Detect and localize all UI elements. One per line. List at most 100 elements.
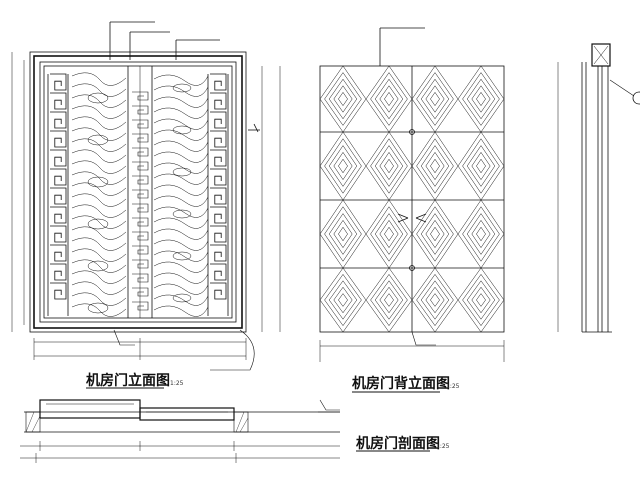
fret-motif xyxy=(210,92,227,110)
chevron-line xyxy=(328,280,358,320)
fret-motif xyxy=(50,244,67,262)
chevron-line xyxy=(411,267,459,333)
chevron-line xyxy=(324,273,362,327)
chevron-line xyxy=(379,85,399,113)
fret-motif xyxy=(210,244,227,262)
grain-line xyxy=(153,305,209,317)
chevron-line xyxy=(476,91,486,107)
grain-line xyxy=(153,239,209,251)
chevron-line xyxy=(466,145,496,187)
chevron-line xyxy=(457,199,505,269)
grain-line xyxy=(71,248,127,262)
grain-line xyxy=(153,96,209,108)
chevron-line xyxy=(425,219,445,249)
chevron-line xyxy=(411,131,459,201)
fret-motif xyxy=(132,119,149,129)
grain-line xyxy=(71,182,127,196)
chevron-line xyxy=(324,206,362,262)
grain-line xyxy=(153,151,209,163)
grain-line xyxy=(71,138,127,152)
fret-motif xyxy=(132,105,149,115)
fret-motif xyxy=(210,282,227,300)
fret-motif xyxy=(50,92,67,110)
chevron-line xyxy=(466,280,496,320)
chevron-line xyxy=(333,286,353,314)
fret-motif xyxy=(132,231,149,241)
chevron-line xyxy=(319,131,367,201)
grain-knot xyxy=(87,92,109,104)
chevron-line xyxy=(471,85,491,113)
fret-motif xyxy=(210,168,227,186)
grain-line xyxy=(153,107,209,119)
chevron-line xyxy=(425,151,445,181)
fret-border-right xyxy=(207,73,229,316)
chevron-line xyxy=(370,72,408,126)
chevron-line xyxy=(384,226,394,242)
chevron-line xyxy=(425,286,445,314)
fret-motif xyxy=(132,301,149,311)
fret-motif xyxy=(50,130,67,148)
chevron-line xyxy=(333,151,353,181)
chevron-line xyxy=(384,91,394,107)
fret-motif xyxy=(132,175,149,185)
fret-motif xyxy=(210,130,227,148)
chevron-line xyxy=(338,158,348,174)
scale-front: 1:25 xyxy=(170,380,184,387)
fret-motif xyxy=(50,225,67,243)
grain-line xyxy=(71,303,127,317)
plan-section-view xyxy=(20,399,340,463)
fret-motif xyxy=(132,147,149,157)
chevron-line xyxy=(324,138,362,194)
grain-line xyxy=(153,129,209,141)
grain-line xyxy=(71,259,127,273)
grain-line xyxy=(71,83,127,97)
scale-section: 1:25 xyxy=(436,443,450,450)
fret-motif xyxy=(132,161,149,171)
fret-motif xyxy=(210,149,227,167)
fret-motif xyxy=(132,259,149,269)
title-back-elevation: 机房门背立面图 xyxy=(352,375,450,392)
chevron-line xyxy=(420,78,450,120)
grain-line xyxy=(153,261,209,273)
chevron-line xyxy=(411,65,459,133)
chevron-line xyxy=(333,85,353,113)
front-elevation-view xyxy=(11,21,263,371)
chevron-line xyxy=(374,145,404,187)
grain-knot xyxy=(172,209,192,219)
chevron-line xyxy=(471,286,491,314)
grain-knot xyxy=(87,302,109,314)
grain-line xyxy=(71,292,127,306)
chevron-line xyxy=(379,151,399,181)
grain-line xyxy=(153,140,209,152)
fret-motif xyxy=(132,217,149,227)
fret-motif xyxy=(132,133,149,143)
chevron-line xyxy=(420,145,450,187)
side-section-view xyxy=(557,43,640,333)
chevron-line xyxy=(462,206,500,262)
chevron-line xyxy=(374,213,404,255)
chevron-line xyxy=(430,226,440,242)
grain-line xyxy=(71,127,127,141)
fret-motif xyxy=(132,91,149,101)
grain-line xyxy=(153,272,209,284)
chevron-line xyxy=(462,138,500,194)
fret-motif xyxy=(50,73,67,91)
fret-motif xyxy=(50,206,67,224)
chevron-line xyxy=(457,65,505,133)
grain-knot xyxy=(172,125,192,135)
fret-border-left xyxy=(47,73,69,316)
grain-knot xyxy=(172,293,192,303)
fret-motif xyxy=(132,273,149,283)
grain-knot xyxy=(87,176,109,188)
chevron-line xyxy=(338,226,348,242)
grain-line xyxy=(71,171,127,185)
chevron-line xyxy=(384,293,394,307)
grain-line xyxy=(153,294,209,306)
grain-line xyxy=(71,204,127,218)
grain-line xyxy=(153,74,209,86)
chevron-line xyxy=(466,78,496,120)
chevron-line xyxy=(365,267,413,333)
chevron-line xyxy=(379,219,399,249)
fret-motif xyxy=(50,187,67,205)
